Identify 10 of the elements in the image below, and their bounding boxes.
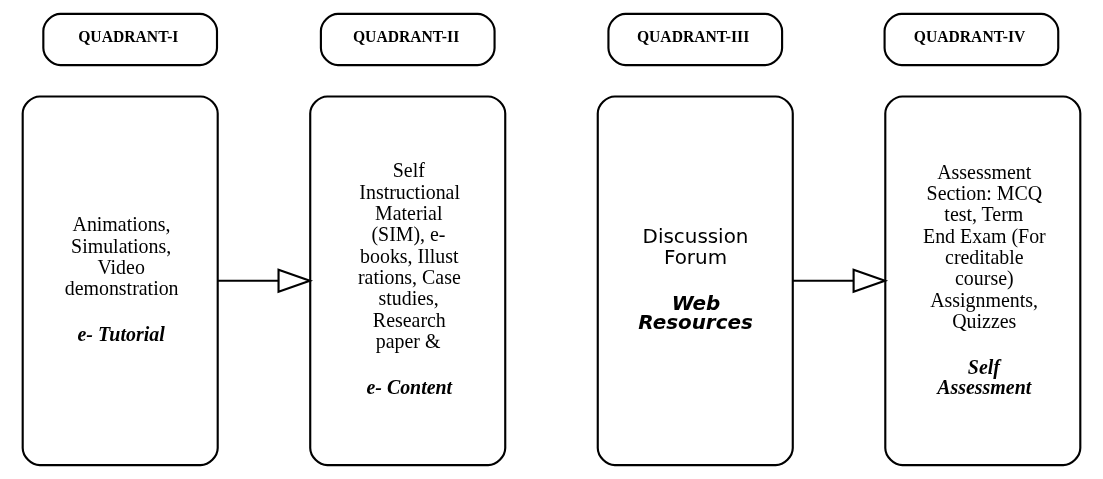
node-box: QUADRANT-I [42, 12, 219, 67]
node-box: Animations, Simulations, Video demonstration e- Tutorial [21, 95, 219, 467]
node-box: Discussion Forum Web Resources [596, 95, 794, 467]
node-box: Self Instructional Material (SIM), e- books, Illustrations, Case studies, Research paper & e- Content [309, 95, 507, 467]
node-box: QUADRANT-II [319, 12, 496, 67]
arrow [793, 268, 889, 294]
arrow [217, 268, 314, 294]
node-box: Assessment Section: MCQ test, Term End Exam (For creditable course) Assignments, Quizzes Self Assessment [884, 95, 1082, 467]
node-box: QUADRANT-IV [883, 12, 1060, 67]
node-box: QUADRANT-III [607, 12, 784, 67]
